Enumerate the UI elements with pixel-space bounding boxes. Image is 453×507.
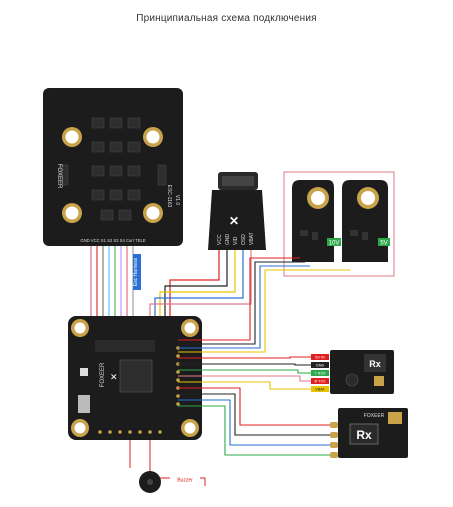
gps-pin-5v: 5V IN xyxy=(315,356,325,360)
harness-label-tag xyxy=(133,254,141,290)
buzzer xyxy=(129,440,206,493)
esc-brand: FOXEER xyxy=(56,164,62,189)
fc-brand: FOXEER xyxy=(100,362,106,387)
fc-mcu xyxy=(119,359,153,393)
receiver-brand: FOXEER xyxy=(364,413,385,419)
cam-pin-osd: OSD xyxy=(241,234,247,245)
camera: ✕ xyxy=(208,172,266,250)
fc-connector xyxy=(95,340,155,352)
camera-logo-icon: ✕ xyxy=(229,214,239,228)
cam-pin-vcc: VCC xyxy=(217,234,223,245)
gps-pin-r: R TXX xyxy=(314,380,326,384)
boot-button xyxy=(80,368,88,376)
esc-mosfets xyxy=(59,117,167,221)
esc-version: V1.0 xyxy=(174,195,180,206)
gps-symbol: Rx xyxy=(369,359,381,369)
badge-10v xyxy=(327,238,341,246)
gps-pin-gnd: GND xyxy=(316,364,325,368)
vtx-board-right xyxy=(342,180,388,262)
diagram-title: Принципиальная схема подключения xyxy=(136,13,317,24)
harness-label: Esc Harness xyxy=(133,257,139,286)
vtx-frame xyxy=(283,171,395,277)
cam-pin-vid: VID xyxy=(233,236,239,245)
cam-pin-gnd: GND xyxy=(225,234,231,246)
fc-peripheral-wires xyxy=(178,257,350,456)
fc-logo-icon: ✕ xyxy=(110,372,118,382)
esc-mount-holes xyxy=(62,127,163,223)
gps-pin-vbat: VBAT xyxy=(315,388,325,392)
flight-controller: FOXEER ✕ xyxy=(68,316,202,440)
gps-module: Rx xyxy=(330,350,394,394)
camera-wires xyxy=(149,250,252,316)
buzzer-label-box xyxy=(170,474,200,484)
gps-pin-t: T RXX xyxy=(314,372,326,376)
cam-pin-vbat: VBAT xyxy=(249,232,255,245)
esc-model: ESC-1163 xyxy=(166,185,172,208)
esc-harness xyxy=(90,246,134,316)
esc-pin-labels: GND VCC S1 S2 S3 S4 Curr TELE xyxy=(80,238,146,243)
camera-pin-labels: VCC GND VID OSD VBAT xyxy=(217,232,255,245)
receiver-symbol: Rx xyxy=(356,428,372,442)
usb-port xyxy=(78,395,90,413)
badge-5v-text: 5V xyxy=(380,241,387,247)
gps-pin-tags: 5V IN GND T RXX R TXX VBAT xyxy=(311,354,329,392)
badge-10v-text: 10V xyxy=(329,241,340,247)
receiver: FOXEER Rx xyxy=(330,408,408,458)
esc-board: FOXEER ESC-1163 V1.0 GND VCC S1 S2 S3 S4… xyxy=(43,88,183,246)
vtx-board-left xyxy=(292,180,334,262)
buzzer-label: Buzzer xyxy=(177,478,193,484)
badge-5v xyxy=(378,238,390,246)
